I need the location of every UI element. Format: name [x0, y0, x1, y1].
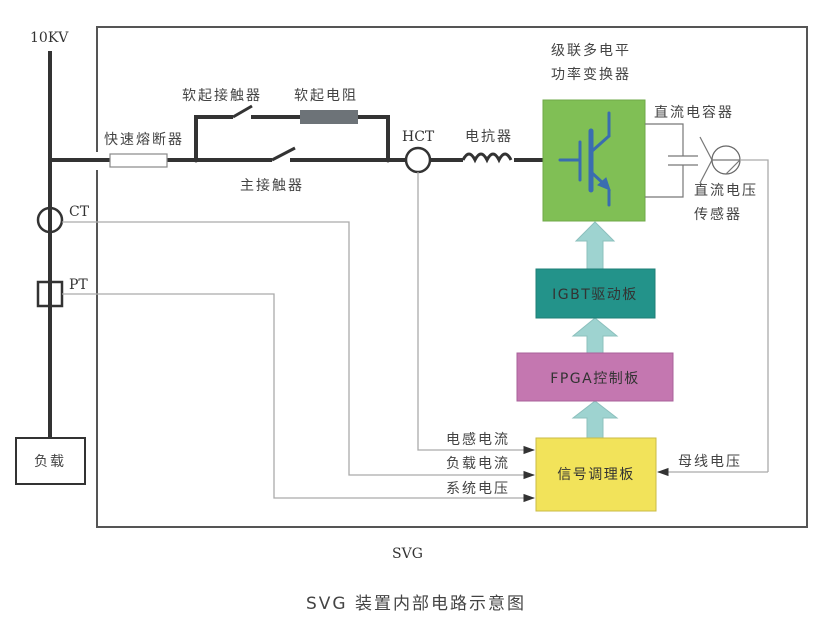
load-current-signal-line: [62, 221, 536, 480]
pt-label: PT: [69, 277, 88, 293]
signal-board-label: 信号调理板: [557, 467, 635, 483]
igbt-driver-board: [535, 268, 656, 319]
dc-sensor-lead-top: [699, 136, 713, 161]
load-label: 负载: [34, 454, 66, 470]
figure-caption: SVG 装置内部电路示意图: [306, 594, 526, 614]
dc-capacitor-label: 直流电容器: [654, 104, 734, 121]
main-contactor-label: 主接触器: [240, 177, 304, 194]
source-label: 10KV: [30, 30, 69, 46]
hct-symbol: [404, 146, 432, 174]
arrow-fpga-to-igbt: [571, 317, 619, 354]
converter-label-line1: 级联多电平: [551, 42, 631, 59]
soft-start-branch-right: [358, 115, 390, 160]
bus-voltage-label: 母线电压: [678, 454, 742, 470]
svg-device-enclosure: [96, 26, 808, 528]
fuse-label: 快速熔断器: [104, 132, 184, 148]
ct-label: CT: [69, 204, 90, 220]
dc-sensor-label-line1: 直流电压: [694, 182, 758, 199]
ct-symbol: [36, 206, 64, 234]
bus-voltage-signal-line: [740, 159, 769, 472]
soft-start-contactor-label: 软起接触器: [182, 87, 262, 104]
system-voltage-signal-line: [62, 293, 536, 503]
dc-cap-wire-bottom: [645, 165, 684, 198]
dc-sensor-inner-diagonal: [725, 159, 741, 175]
load-current-label: 负载电流: [446, 456, 510, 472]
inductor-current-label: 电感电流: [446, 431, 510, 448]
soft-start-contactor-switch: [232, 104, 253, 119]
dc-sensor-lead-bottom: [699, 159, 713, 184]
system-voltage-label: 系统电压: [446, 481, 510, 497]
reactor-label: 电抗器: [465, 129, 513, 145]
arrow-igbt-to-converter: [574, 221, 616, 270]
fpga-board-label: FPGA控制板: [550, 371, 639, 387]
junction-dot-left: [193, 157, 199, 163]
dc-cap-wire-top: [645, 123, 684, 156]
device-label: SVG: [392, 546, 423, 562]
igbt-board-label: IGBT驱动板: [552, 287, 638, 303]
fpga-control-board: [516, 352, 674, 402]
soft-start-branch-left: [194, 115, 233, 160]
arrow-signal-to-fpga: [571, 400, 619, 439]
hct-label: HCT: [402, 129, 435, 145]
main-contactor-switch: [271, 146, 296, 162]
converter-label-line2: 功率变换器: [551, 66, 631, 83]
signal-conditioning-board: [535, 437, 657, 512]
reactor-symbol: [461, 152, 513, 164]
dc-sensor-label-line2: 传感器: [694, 206, 742, 223]
load-box: [15, 437, 86, 485]
inductor-current-signal-line: [417, 172, 536, 455]
soft-start-resistor-label: 软起电阻: [294, 88, 358, 104]
igbt-icon: [558, 111, 611, 207]
fuse-symbol: [109, 153, 168, 168]
soft-start-resistor: [300, 110, 358, 124]
converter-block: [542, 99, 646, 222]
junction-dot-right: [385, 157, 391, 163]
